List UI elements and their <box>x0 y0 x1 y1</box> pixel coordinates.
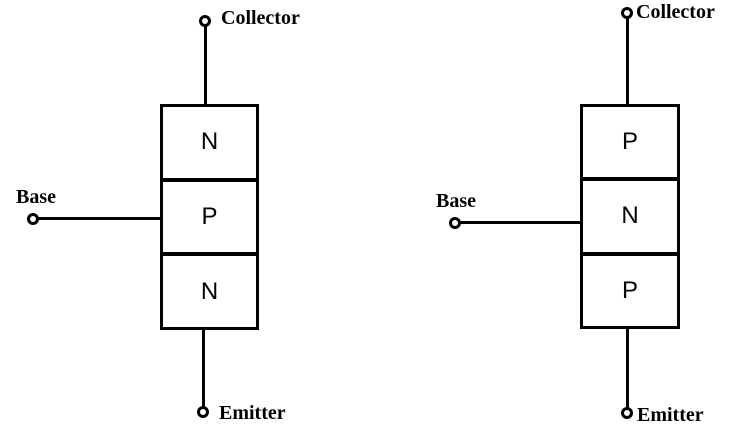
layer-segment-emitter: P <box>583 256 677 326</box>
layer-segment-collector: P <box>583 107 677 182</box>
collector-terminal-node <box>199 15 211 27</box>
collector-terminal-node <box>621 7 633 19</box>
collector-lead-line <box>626 18 629 105</box>
collector-label: Collector <box>636 1 715 23</box>
base-terminal-node <box>449 217 461 229</box>
layer-segment-collector: N <box>163 107 256 182</box>
layer-label: N <box>200 277 219 305</box>
emitter-label: Emitter <box>219 402 286 424</box>
collector-lead-line <box>204 25 207 105</box>
layer-segment-base: N <box>583 181 677 256</box>
layer-label: N <box>200 128 219 156</box>
emitter-lead-line <box>202 330 205 407</box>
collector-label: Collector <box>221 7 300 29</box>
layer-label: N <box>621 202 639 230</box>
layer-segment-emitter: N <box>163 256 256 327</box>
layer-label: P <box>621 276 638 304</box>
emitter-terminal-node <box>621 407 633 419</box>
base-label: Base <box>436 190 476 212</box>
base-lead-line <box>459 221 581 224</box>
layer-label: P <box>201 203 218 230</box>
emitter-lead-line <box>626 329 629 408</box>
layer-label: P <box>621 128 638 156</box>
pnp-layer-stack: P N P <box>580 104 680 329</box>
base-terminal-node <box>27 213 39 225</box>
emitter-terminal-node <box>197 406 209 418</box>
base-label: Base <box>16 186 56 208</box>
base-lead-line <box>37 217 161 220</box>
layer-segment-base: P <box>163 182 256 257</box>
npn-layer-stack: N P N <box>160 104 259 330</box>
emitter-label: Emitter <box>637 404 704 426</box>
